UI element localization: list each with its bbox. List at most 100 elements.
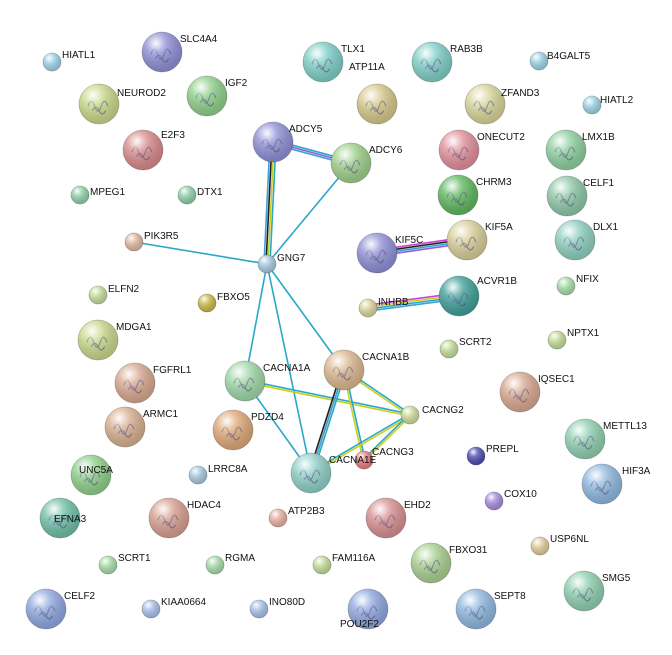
node-elfn2[interactable]: ELFN2: [88, 284, 140, 305]
node-cacna1a[interactable]: CACNA1A: [224, 360, 311, 402]
node-gloss: [582, 464, 622, 504]
edge-ADCY5-GNG7[interactable]: [263, 141, 277, 265]
node-scrt2[interactable]: SCRT2: [439, 337, 492, 359]
node-gloss: [467, 447, 485, 465]
node-gloss: [439, 130, 479, 170]
node-hiatl1[interactable]: HIATL1: [42, 50, 96, 72]
node-chrm3[interactable]: CHRM3: [437, 174, 512, 216]
node-cacna1e[interactable]: CACNA1E: [290, 452, 377, 494]
node-mettl13[interactable]: METTL13: [564, 418, 647, 460]
node-label: ONECUT2: [477, 132, 525, 143]
node-adcy6[interactable]: ADCY6: [330, 142, 403, 184]
node-label: INHBB: [378, 297, 409, 308]
edge-ADCY6-GNG7[interactable]: [266, 162, 352, 265]
node-neurod2[interactable]: NEUROD2: [78, 83, 166, 125]
edge-CACNA1A-CACNG2[interactable]: [244, 379, 411, 417]
node-label: ACVR1B: [477, 276, 517, 287]
node-sept8[interactable]: SEPT8: [455, 588, 526, 630]
node-e2f3[interactable]: E2F3: [122, 129, 185, 171]
node-mpeg1[interactable]: MPEG1: [70, 185, 125, 205]
node-label: KIF5C: [395, 235, 423, 246]
node-nptx1[interactable]: NPTX1: [547, 328, 600, 350]
node-gloss: [142, 600, 160, 618]
node-kiaa0664[interactable]: KIAA0664: [141, 597, 206, 619]
node-cacng2[interactable]: CACNG2: [400, 405, 464, 425]
node-cacng3[interactable]: CACNG3: [354, 447, 414, 470]
node-tlx1[interactable]: TLX1: [302, 41, 365, 83]
node-kif5a[interactable]: KIF5A: [446, 219, 513, 261]
node-label: MDGA1: [116, 322, 152, 333]
node-adcy5[interactable]: ADCY5: [252, 121, 323, 163]
node-label: CHRM3: [476, 177, 512, 188]
node-label: RAB3B: [450, 44, 483, 55]
node-dtx1[interactable]: DTX1: [177, 185, 223, 205]
node-gloss: [253, 122, 293, 162]
node-mdga1[interactable]: MDGA1: [77, 319, 152, 361]
node-kif5c[interactable]: KIF5C: [356, 232, 423, 274]
node-cox10[interactable]: COX10: [484, 489, 537, 511]
node-label: ELFN2: [108, 284, 140, 295]
node-usp6nl[interactable]: USP6NL: [530, 534, 589, 556]
node-gloss: [401, 406, 419, 424]
node-pdzd4[interactable]: PDZD4: [212, 409, 284, 451]
node-b4galt5[interactable]: B4GALT5: [529, 51, 591, 71]
node-gloss: [440, 340, 458, 358]
node-ino80d[interactable]: INO80D: [249, 597, 305, 619]
node-label: HIATL1: [62, 50, 96, 61]
node-gng7[interactable]: GNG7: [257, 253, 306, 274]
node-hiatl2[interactable]: HIATL2: [582, 95, 634, 115]
node-inhbb[interactable]: INHBB: [358, 297, 409, 318]
node-hdac4[interactable]: HDAC4: [148, 497, 221, 539]
edge-PIK3R5-GNG7[interactable]: [133, 241, 268, 265]
node-atp2b3[interactable]: ATP2B3: [268, 506, 325, 528]
node-nfix[interactable]: NFIX: [556, 274, 599, 296]
node-lmx1b[interactable]: LMX1B: [545, 129, 615, 171]
node-label: CACNA1B: [362, 352, 410, 363]
node-label: ATP2B3: [288, 506, 325, 517]
edge-strand: [362, 413, 410, 460]
node-lrrc8a[interactable]: LRRC8A: [188, 464, 248, 485]
node-ehd2[interactable]: EHD2: [365, 497, 431, 539]
edge-CACNG3-CACNG2[interactable]: [362, 413, 412, 462]
edge-GNG7-CACNA1B[interactable]: [266, 263, 345, 371]
node-rgma[interactable]: RGMA: [205, 553, 255, 575]
node-iqsec1[interactable]: IQSEC1: [499, 371, 575, 413]
node-armc1[interactable]: ARMC1: [104, 406, 178, 448]
node-gloss: [357, 233, 397, 273]
node-acvr1b[interactable]: ACVR1B: [438, 275, 517, 317]
edge-strand: [133, 241, 268, 265]
node-cacna1b[interactable]: CACNA1B: [323, 349, 410, 391]
node-label: IQSEC1: [538, 374, 575, 385]
node-gloss: [547, 176, 587, 216]
node-igf2[interactable]: IGF2: [186, 75, 248, 117]
node-scrt1[interactable]: SCRT1: [98, 553, 151, 575]
node-unc5a[interactable]: UNC5A: [70, 454, 113, 496]
node-zfand3[interactable]: ZFAND3: [464, 83, 540, 125]
node-gloss: [313, 556, 331, 574]
node-celf1[interactable]: CELF1: [546, 175, 615, 217]
edge-strand: [265, 141, 273, 264]
node-onecut2[interactable]: ONECUT2: [438, 129, 525, 171]
node-prepl[interactable]: PREPL: [466, 444, 519, 466]
node-smg5[interactable]: SMG5: [563, 570, 631, 612]
node-pik3r5[interactable]: PIK3R5: [124, 231, 179, 252]
node-fbxo5[interactable]: FBXO5: [197, 292, 250, 313]
node-fbxo31[interactable]: FBXO31: [410, 542, 488, 584]
node-label: LRRC8A: [208, 464, 248, 475]
node-atp11a[interactable]: ATP11A: [349, 62, 398, 125]
edge-GNG7-CACNA1E[interactable]: [266, 263, 312, 474]
node-fgfrl1[interactable]: FGFRL1: [114, 362, 192, 404]
node-hif3a[interactable]: HIF3A: [581, 463, 651, 505]
node-label: DLX1: [593, 222, 618, 233]
node-fam116a[interactable]: FAM116A: [312, 553, 375, 575]
node-label: CACNG3: [372, 447, 414, 458]
node-slc4a4[interactable]: SLC4A4: [141, 31, 218, 73]
node-celf2[interactable]: CELF2: [25, 588, 96, 630]
node-dlx1[interactable]: DLX1: [554, 219, 618, 261]
node-efna3[interactable]: EFNA3: [39, 497, 87, 539]
node-pou2f2[interactable]: POU2F2: [340, 588, 389, 630]
node-rab3b[interactable]: RAB3B: [411, 41, 483, 83]
node-gloss: [411, 543, 451, 583]
node-label: USP6NL: [550, 534, 589, 545]
